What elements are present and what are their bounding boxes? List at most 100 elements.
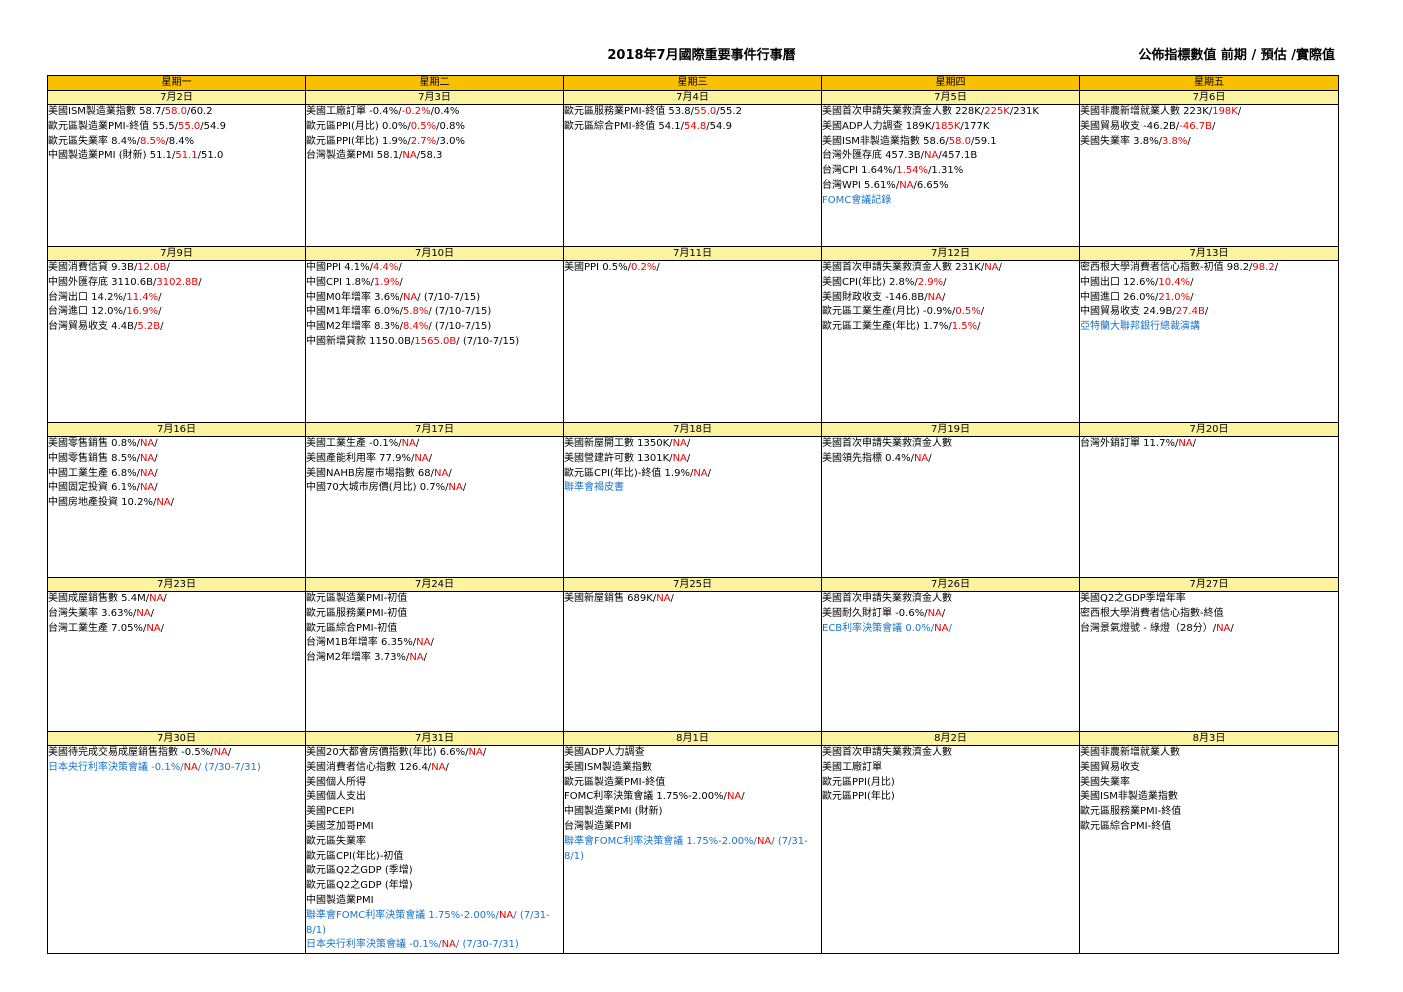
- events-row: 美國成屋銷售數 5.4M/NA/台灣失業率 3.63%/NA/台灣工業生產 7.…: [47, 591, 1339, 732]
- event-item: 美國失業率: [1081, 776, 1338, 791]
- event-text: 歐元區製造業PMI-初值: [306, 593, 408, 604]
- event-text: 美國新屋開工數 1350K/: [564, 438, 673, 449]
- event-text: 歐元區Q2之GDP (季增): [306, 865, 413, 877]
- event-text: 歐元區製造業PMI-終值: [564, 776, 666, 788]
- date-label: 7月23日: [47, 577, 306, 592]
- actual-value: /: [482, 747, 487, 758]
- event-item: 中國製造業PMI (財新) 51.1/51.1/51.0: [49, 149, 305, 164]
- actual-value: /: [158, 306, 162, 318]
- event-text: 美國首次申請失業救濟金人數: [822, 438, 953, 449]
- event-text: 聯準會FOMC利率決策會議 1.75%-2.00%/: [564, 835, 757, 847]
- actual-value: / (7/30-7/31): [455, 939, 519, 951]
- actual-value: /0.4%: [430, 106, 460, 117]
- event-item: 台灣M2年增率 3.73%/NA/: [307, 651, 563, 666]
- event-item: 聯準會褐皮書: [565, 481, 821, 496]
- date-label: 7月27日: [1079, 577, 1339, 592]
- actual-value: / (7/10-7/15): [417, 291, 481, 303]
- event-item: 台灣出口 14.2%/11.4%/: [49, 291, 305, 306]
- event-text: 美國NAHB房屋市場指數 68/: [306, 467, 434, 479]
- event-text: 美國非農新增就業人數: [1080, 747, 1181, 758]
- event-item: 台灣進口 12.0%/16.9%/: [49, 305, 305, 320]
- actual-value: /: [150, 607, 155, 619]
- actual-value: /: [445, 761, 449, 773]
- event-text: 美國個人支出: [306, 791, 367, 803]
- event-item: 中國M2年增率 8.3%/8.4%/ (7/10-7/15): [307, 320, 563, 335]
- forecast-value: NA: [672, 438, 687, 449]
- day-cell: 美國首次申請失業救濟金人數 231K/NA/美國CPI(年比) 2.8%/2.9…: [821, 260, 1080, 423]
- event-item: 台灣製造業PMI 58.1/NA/58.3: [307, 149, 563, 164]
- event-text: 美國ISM製造業指數 58.7/: [48, 106, 165, 117]
- event-text: 美國ISM非製造業指數: [1080, 791, 1178, 803]
- event-text: 歐元區PPI(月比): [822, 776, 895, 788]
- actual-value: /: [977, 321, 981, 333]
- actual-value: /: [1237, 106, 1242, 117]
- date-label: 7月11日: [563, 246, 822, 261]
- event-text: 中國外匯存底 3110.6B/: [48, 276, 157, 288]
- event-text: 中國新增貸款 1150.0B/: [306, 335, 415, 347]
- event-text: 中國PPI 4.1%/: [306, 262, 373, 273]
- event-text: 美國營建許可數 1301K/: [564, 452, 673, 464]
- forecast-value: NA: [139, 482, 155, 494]
- event-item: 歐元區工業生產(月比) -0.9%/0.5%/: [823, 305, 1079, 320]
- event-item: 台灣M1B年增率 6.35%/NA/: [307, 636, 563, 651]
- event-text: FOMC會議記錄: [822, 194, 892, 206]
- event-text: 美國首次申請失業救濟金人數 231K/: [822, 262, 985, 273]
- actual-value: /: [399, 276, 403, 288]
- actual-value: /177K: [960, 120, 990, 132]
- forecast-value: NA: [984, 262, 999, 273]
- event-text: 台灣貿易收支 4.4B/: [48, 321, 138, 333]
- date-label: 7月26日: [821, 577, 1080, 592]
- actual-value: /: [163, 593, 167, 604]
- forecast-value: NA: [1216, 622, 1231, 634]
- events-row: 美國零售銷售 0.8%/NA/中國零售銷售 8.5%/NA/中國工業生產 6.8…: [47, 436, 1339, 578]
- forecast-value: 3.8%: [1161, 135, 1188, 147]
- event-text: 亞特蘭大聯邦銀行總裁演講: [1080, 321, 1201, 333]
- event-text: 歐元區服務業PMI-終值 53.8/: [564, 106, 695, 117]
- event-item: 歐元區綜合PMI-初值: [307, 622, 563, 637]
- forecast-value: 8.5%: [139, 135, 166, 147]
- forecast-value: 16.9%: [126, 306, 159, 318]
- actual-value: /59.1: [971, 135, 997, 147]
- forecast-value: 4.4%: [372, 262, 399, 273]
- forecast-value: NA: [431, 761, 446, 773]
- event-item: 中國房地產投資 10.2%/NA/: [48, 496, 305, 511]
- event-item: 美國ADP人力調查 189K/185K/177K: [823, 120, 1079, 135]
- event-text: 美國失業率 3.8%/: [1080, 135, 1162, 147]
- actual-value: /: [1187, 135, 1191, 147]
- forecast-value: 1565.0B: [414, 335, 457, 347]
- event-item: 美國新屋銷售 689K/NA/: [565, 593, 821, 607]
- event-text: 美國產能利用率 77.9%/: [306, 452, 415, 464]
- event-item: 美國消費信貸 9.3B/12.0B/: [49, 262, 305, 276]
- event-item: 美國成屋銷售數 5.4M/NA/: [49, 593, 305, 607]
- forecast-value: NA: [414, 452, 429, 464]
- event-text: 台灣外銷訂單 11.7%/: [1080, 438, 1179, 449]
- event-item: 台灣外匯存底 457.3B/NA/457.1B: [823, 149, 1079, 164]
- event-item: 美國ISM非製造業指數: [1080, 790, 1338, 805]
- event-text: 歐元區PPI(月比) 0.0%/: [306, 120, 411, 132]
- event-item: 歐元區製造業PMI-終值 55.5/55.0/54.9: [49, 120, 305, 135]
- forecast-value: NA: [913, 452, 929, 464]
- weekday-header-row: 星期一 星期二 星期三 星期四 星期五: [47, 75, 1339, 91]
- event-text: 中國房地產投資 10.2%/: [48, 497, 157, 509]
- forecast-value: 55.0: [178, 120, 201, 132]
- forecast-value: 55.0: [694, 106, 717, 117]
- event-text: 台灣工業生產 7.05%/: [48, 622, 147, 634]
- event-text: 歐元區服務業PMI-終值: [1080, 806, 1182, 818]
- event-text: 美國耐久財訂單 -0.6%/: [822, 607, 928, 619]
- forecast-value: NA: [756, 835, 772, 847]
- actual-value: /58.3: [416, 150, 443, 162]
- event-text: 美國Q2之GDP季增年率: [1080, 593, 1186, 604]
- forecast-value: 2.9%: [917, 276, 944, 288]
- event-item: 美國ADP人力調查: [565, 747, 821, 761]
- event-text: 美國非農新增就業人數 223K/: [1080, 106, 1213, 117]
- event-item: 美國貿易收支: [1081, 761, 1338, 776]
- event-text: 美國PPI 0.5%/: [564, 262, 631, 273]
- forecast-value: 12.0B: [137, 262, 167, 273]
- value-legend: 公佈指標數值 前期 / 預估 /實際值: [1138, 48, 1335, 63]
- actual-value: /: [430, 637, 434, 649]
- event-text: 中國70大城市房價(月比) 0.7%/: [306, 482, 449, 494]
- event-item: 中國貿易收支 24.9B/27.4B/: [1081, 305, 1338, 320]
- actual-value: /: [686, 438, 691, 449]
- event-item: 美國貿易收支 -46.2B/-46.7B/: [1081, 120, 1338, 135]
- event-text: 美國消費者信心指數 126.4/: [306, 761, 432, 773]
